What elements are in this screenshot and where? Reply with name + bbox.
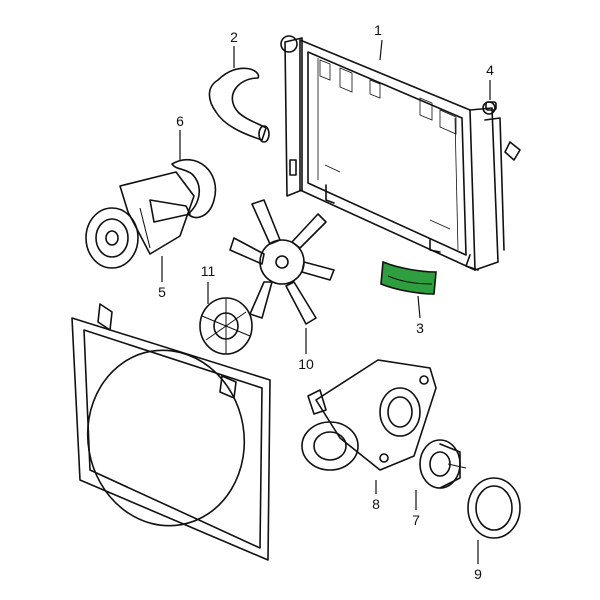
callout-4: 4: [486, 62, 494, 78]
leader-lines: [161, 39, 491, 564]
radiator-fins: [317, 58, 459, 251]
fan-shroud: [71, 303, 271, 561]
callout-1: 1: [374, 22, 382, 38]
thermostat-seal: [467, 477, 521, 539]
callout-6: 6: [176, 113, 184, 129]
thermostat-housing: [301, 359, 437, 471]
fan-blade: [229, 199, 335, 325]
thermostat: [419, 439, 467, 489]
radiator: [280, 35, 521, 271]
water-pump: [85, 171, 195, 269]
upper-hose: [208, 67, 270, 143]
callout-labels: 1 2 3 4 5 6 7 8 9 10 11: [158, 22, 494, 582]
fan-clutch: [199, 297, 253, 355]
callout-5: 5: [158, 284, 166, 300]
pump-gasket: [171, 158, 217, 219]
callout-3: 3: [416, 320, 424, 336]
callout-2: 2: [230, 29, 238, 45]
callout-7: 7: [412, 512, 420, 528]
lower-hose-highlighted: [380, 260, 437, 295]
callout-11: 11: [201, 263, 216, 279]
callout-9: 9: [474, 566, 482, 582]
callout-8: 8: [372, 496, 380, 512]
radiator-cap: [485, 101, 497, 111]
callout-10: 10: [298, 356, 314, 372]
